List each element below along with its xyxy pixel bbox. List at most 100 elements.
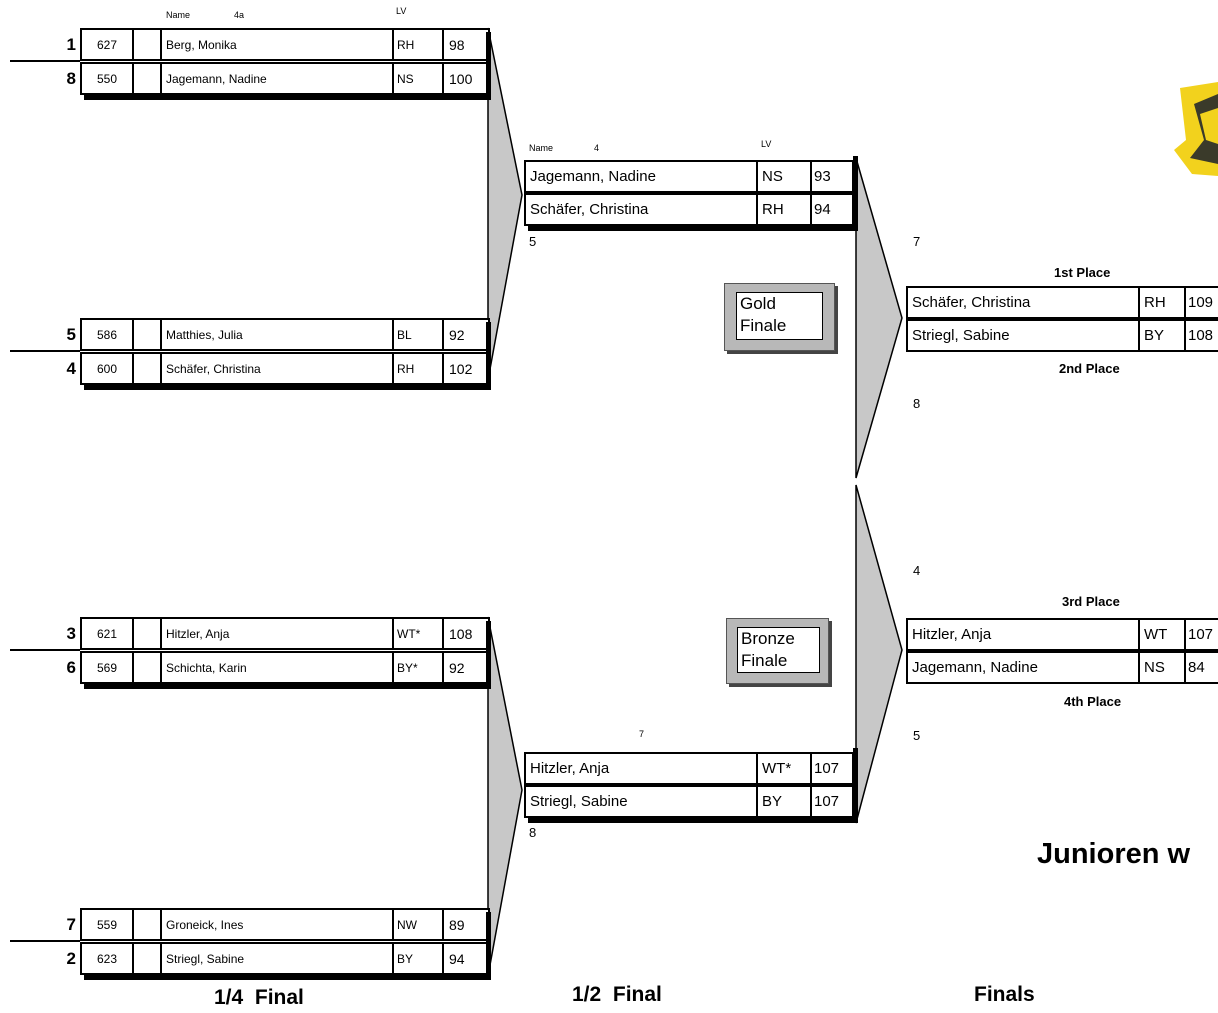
bronze-finale-box: Bronze Finale — [726, 618, 829, 684]
sf2-top-label: 7 — [639, 729, 645, 739]
round-label-finals: Finals — [974, 983, 1035, 1006]
qf-pair-shadow — [486, 621, 491, 689]
second-place-label: 2nd Place — [1059, 361, 1120, 376]
final-lv: RH — [1140, 288, 1186, 317]
qf-pair-shadow — [84, 95, 490, 100]
sf-pair-shadow — [528, 226, 858, 231]
fourth-place-label: 4th Place — [1064, 694, 1122, 709]
qf-score: 98 — [449, 36, 465, 53]
sf-name: Hitzler, Anja — [526, 754, 758, 783]
final-name: Schäfer, Christina — [908, 288, 1140, 317]
qf-seed: 4 — [66, 359, 76, 378]
sf-pair-shadow — [853, 748, 858, 823]
gold-finale-line1: Gold — [740, 294, 776, 313]
qf-name: Berg, Monika — [162, 30, 394, 59]
sf-pair-shadow — [528, 818, 858, 823]
sf-header-lv: LV — [761, 139, 772, 149]
sf-header-name: Name — [529, 143, 554, 153]
qf-name: Striegl, Sabine — [162, 944, 394, 973]
qf-header-name: Name — [166, 10, 191, 20]
final-score: 108 — [1188, 327, 1214, 344]
qf-pair-shadow — [84, 684, 490, 689]
qf-number: 600 — [82, 354, 134, 383]
sf-lv: RH — [758, 195, 812, 224]
qf-seed: 8 — [66, 69, 76, 88]
qf-seed: 2 — [66, 949, 76, 968]
connector-qf-top — [487, 27, 523, 381]
qf-blank-cell — [134, 910, 162, 939]
sf-lv: NS — [758, 162, 812, 191]
final-lv: WT — [1140, 620, 1186, 649]
sf-name: Jagemann, Nadine — [526, 162, 758, 191]
qf-header-group: 4a — [234, 10, 245, 20]
connector-qf-bottom — [487, 616, 523, 977]
third-place-label: 3rd Place — [1062, 594, 1120, 609]
qf-number: 559 — [82, 910, 134, 939]
qf-blank-cell — [134, 619, 162, 648]
bronze-finale-line2: Finale — [741, 651, 788, 670]
qf-seed: 3 — [66, 624, 76, 643]
final-lv: NS — [1140, 653, 1186, 682]
bronze-label-below: 5 — [913, 728, 921, 743]
gold-label-above: 7 — [913, 234, 921, 249]
qf-score: 92 — [449, 326, 465, 343]
qf-seed: 5 — [66, 325, 76, 344]
sf-score: 94 — [814, 201, 831, 218]
qf-name: Hitzler, Anja — [162, 619, 394, 648]
qf-seed: 6 — [66, 658, 76, 677]
qf-pair-shadow — [84, 385, 490, 390]
qf-name: Groneick, Ines — [162, 910, 394, 939]
qf-seed: 1 — [66, 35, 76, 54]
bronze-finale-line1: Bronze — [741, 629, 795, 648]
qf-score: 89 — [449, 916, 465, 933]
qf-number: 550 — [82, 64, 134, 93]
qf-lv: NW — [394, 910, 444, 939]
qf-score: 94 — [449, 950, 465, 967]
gold-finale-box: Gold Finale — [724, 283, 835, 351]
final-name: Hitzler, Anja — [908, 620, 1140, 649]
qf-lv: BL — [394, 320, 444, 349]
qf-lv: BY — [394, 944, 444, 973]
qf-name: Schäfer, Christina — [162, 354, 394, 383]
qf-blank-cell — [134, 944, 162, 973]
qf-score: 92 — [449, 659, 465, 676]
qf-blank-cell — [134, 64, 162, 93]
final-score: 107 — [1188, 626, 1214, 643]
final-name: Striegl, Sabine — [908, 321, 1140, 350]
connector-sf-gold — [855, 157, 903, 479]
qf-score: 108 — [449, 625, 473, 642]
qf-score: 102 — [449, 360, 473, 377]
logo-graphic — [1174, 82, 1218, 176]
qf-number: 586 — [82, 320, 134, 349]
qf-number: 627 — [82, 30, 134, 59]
gold-finale-line2: Finale — [740, 316, 787, 335]
final-score: 109 — [1188, 294, 1214, 311]
qf-lv: WT* — [394, 619, 444, 648]
gold-label-below: 8 — [913, 396, 921, 411]
final-lv: BY — [1140, 321, 1186, 350]
sf-lv: BY — [758, 787, 812, 816]
qf-name: Schichta, Karin — [162, 653, 394, 682]
qf-number: 623 — [82, 944, 134, 973]
qf-number: 569 — [82, 653, 134, 682]
qf-pair-shadow — [84, 975, 490, 980]
round-label-semi: 1/2 Final — [572, 983, 662, 1006]
sf-header-group: 4 — [594, 143, 600, 153]
qf-blank-cell — [134, 30, 162, 59]
sf-name: Schäfer, Christina — [526, 195, 758, 224]
qf-blank-cell — [134, 354, 162, 383]
sf1-bottom-label: 5 — [529, 234, 537, 249]
qf-lv: BY* — [394, 653, 444, 682]
qf-pair-shadow — [486, 322, 491, 390]
